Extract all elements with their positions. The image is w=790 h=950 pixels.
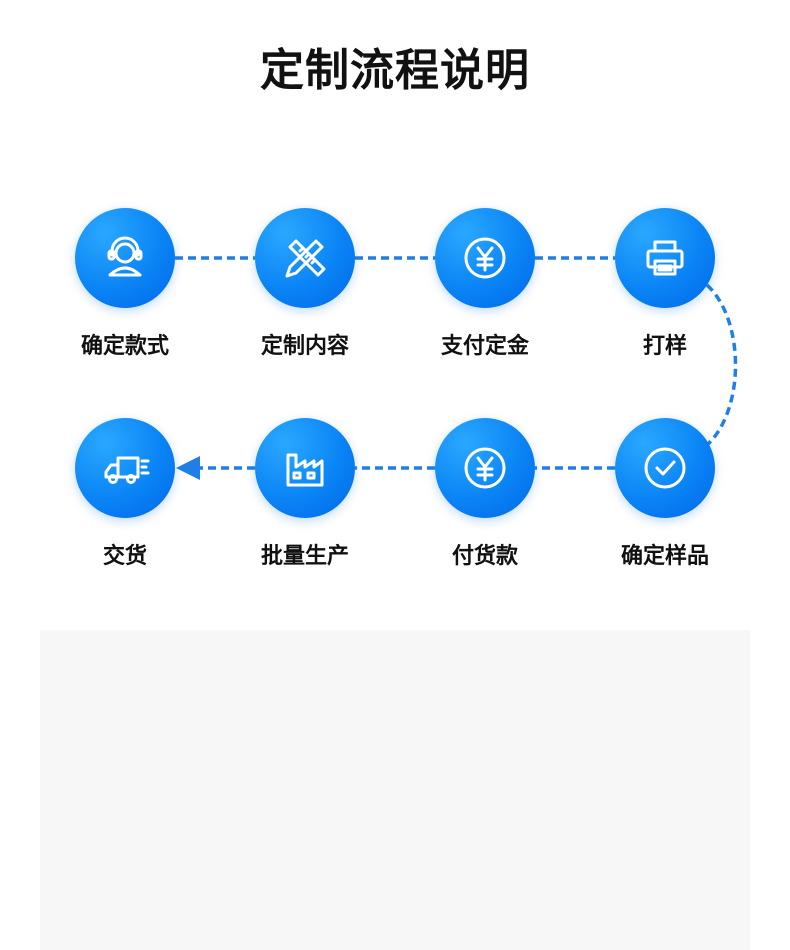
step-3-label: 支付定金	[440, 334, 529, 359]
arrowhead-left	[176, 456, 200, 480]
step-7-circle	[255, 418, 355, 518]
content-panel	[40, 630, 750, 950]
step-1-circle	[75, 208, 175, 308]
delivery-truck-icon	[104, 456, 150, 484]
step-5-circle	[615, 418, 715, 518]
printer-icon	[646, 240, 684, 276]
customer-service-headset-icon	[107, 236, 143, 277]
step-5-label: 确定样品	[620, 544, 709, 569]
pencil-ruler-icon	[285, 239, 326, 278]
step-2-label: 定制内容	[260, 334, 349, 359]
page-title: 定制流程说明	[260, 45, 530, 96]
step-3-circle	[435, 208, 535, 308]
check-circle-icon	[644, 447, 686, 489]
step-8-circle	[75, 418, 175, 518]
yuan-coin-icon	[464, 447, 506, 489]
step-8-label: 交货	[102, 544, 147, 569]
step-1-label: 确定款式	[80, 334, 169, 359]
step-6-label: 付货款	[451, 544, 518, 569]
connector-4-5-curve	[705, 283, 738, 447]
step-2-circle	[255, 208, 355, 308]
step-7-label: 批量生产	[260, 544, 349, 569]
step-6-circle	[435, 418, 535, 518]
yuan-coin-icon	[464, 237, 506, 279]
step-4-label: 打样	[642, 334, 687, 359]
step-4-circle	[615, 208, 715, 308]
factory-icon	[286, 453, 324, 487]
